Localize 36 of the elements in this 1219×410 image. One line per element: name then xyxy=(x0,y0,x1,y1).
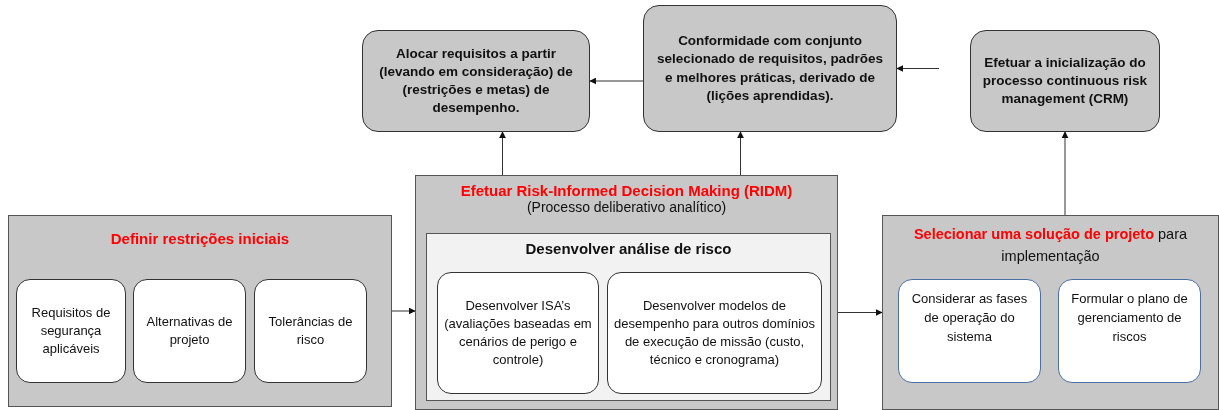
rounded-box xyxy=(437,272,599,394)
box-text: Alternativas de projeto xyxy=(145,312,234,349)
box-text: Desenvolver ISA’s (avaliações baseadas em cenários de perigo e controle) xyxy=(444,296,592,370)
rounded-box xyxy=(643,5,897,132)
box-text: Efetuar a inicialização do processo continuous risk management (CRM) xyxy=(981,53,1149,109)
panel-heading: Desenvolver análise de risco xyxy=(525,240,732,257)
arrow xyxy=(837,309,883,316)
rounded-box xyxy=(254,279,367,383)
box-text: Desenvolver modelos de desempenho para outros domínios de execução de missão (custo, técnico e cronograma) xyxy=(614,296,815,370)
arrow xyxy=(737,131,744,176)
panel xyxy=(882,215,1219,410)
panel xyxy=(415,175,838,410)
arrow xyxy=(391,307,416,315)
arrow xyxy=(1061,131,1069,216)
rounded-box xyxy=(607,272,822,394)
rounded-box xyxy=(898,279,1041,383)
panel-heading: Definir restrições iniciais xyxy=(110,230,290,247)
box-text: Formular o plano de gerenciamento de riscos xyxy=(1070,290,1189,346)
inner-panel xyxy=(426,233,831,401)
panel-heading: Selecionar uma solução de projeto para implementação xyxy=(912,225,1189,266)
arrow xyxy=(896,65,940,72)
rounded-box xyxy=(133,279,246,383)
rounded-box xyxy=(1058,279,1201,383)
box-text: Considerar as fases de operação do sistema xyxy=(910,290,1029,346)
arrow xyxy=(499,131,506,176)
panel xyxy=(8,215,392,407)
rounded-box xyxy=(16,279,126,383)
box-text: Conformidade com conjunto selecionado de requisitos, padrões e melhores práticas, derivado de (lições aprendidas). xyxy=(656,32,884,105)
box-text: Requisitos de segurança aplicáveis xyxy=(30,303,112,359)
rounded-box xyxy=(970,30,1160,132)
panel-heading: Efetuar Risk-Informed Decision Making (RIDM) xyxy=(460,182,793,199)
rounded-box xyxy=(362,30,590,132)
box-text: Alocar requisitos a partir (levando em consideração) de (restrições e metas) de desempenho. xyxy=(378,44,574,118)
box-text: Tolerâncias de risco xyxy=(267,312,354,349)
panel-subheading: (Processo deliberativo analítico) xyxy=(526,199,727,215)
arrow xyxy=(589,77,644,85)
